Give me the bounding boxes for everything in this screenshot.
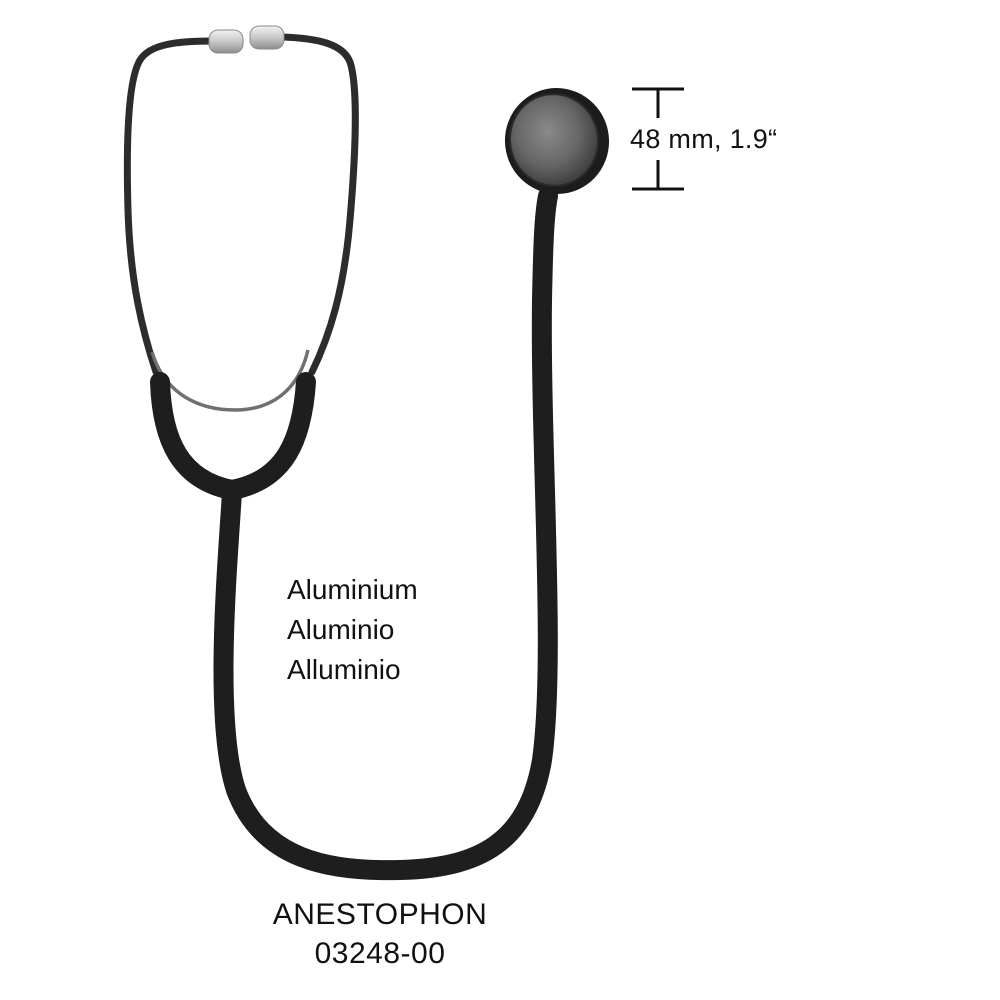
ear-tips — [208, 25, 285, 54]
material-spanish: Aluminio — [287, 614, 395, 645]
chestpiece-diaphragm — [508, 93, 600, 187]
right-eartip — [249, 25, 285, 50]
right-y-tube — [222, 372, 316, 500]
material-english: Aluminium — [287, 574, 418, 605]
left-y-tube — [150, 372, 242, 500]
product-code: 03248-00 — [314, 937, 446, 970]
product-name: ANESTOPHON — [272, 898, 488, 931]
material-list: Aluminium Aluminio Alluminio — [287, 570, 418, 690]
chestpiece — [504, 88, 610, 194]
y-tubing — [150, 372, 316, 500]
chestpiece-diameter-label: 48 mm, 1.9“ — [630, 124, 778, 154]
headset-binaurals — [123, 33, 359, 376]
left-binaural — [123, 37, 216, 376]
main-tubing — [213, 186, 558, 881]
headset-spring — [150, 349, 310, 412]
left-eartip — [208, 29, 244, 54]
right-binaural — [277, 33, 359, 376]
material-italian: Alluminio — [287, 654, 401, 685]
dimension-bracket-icon — [632, 87, 684, 191]
